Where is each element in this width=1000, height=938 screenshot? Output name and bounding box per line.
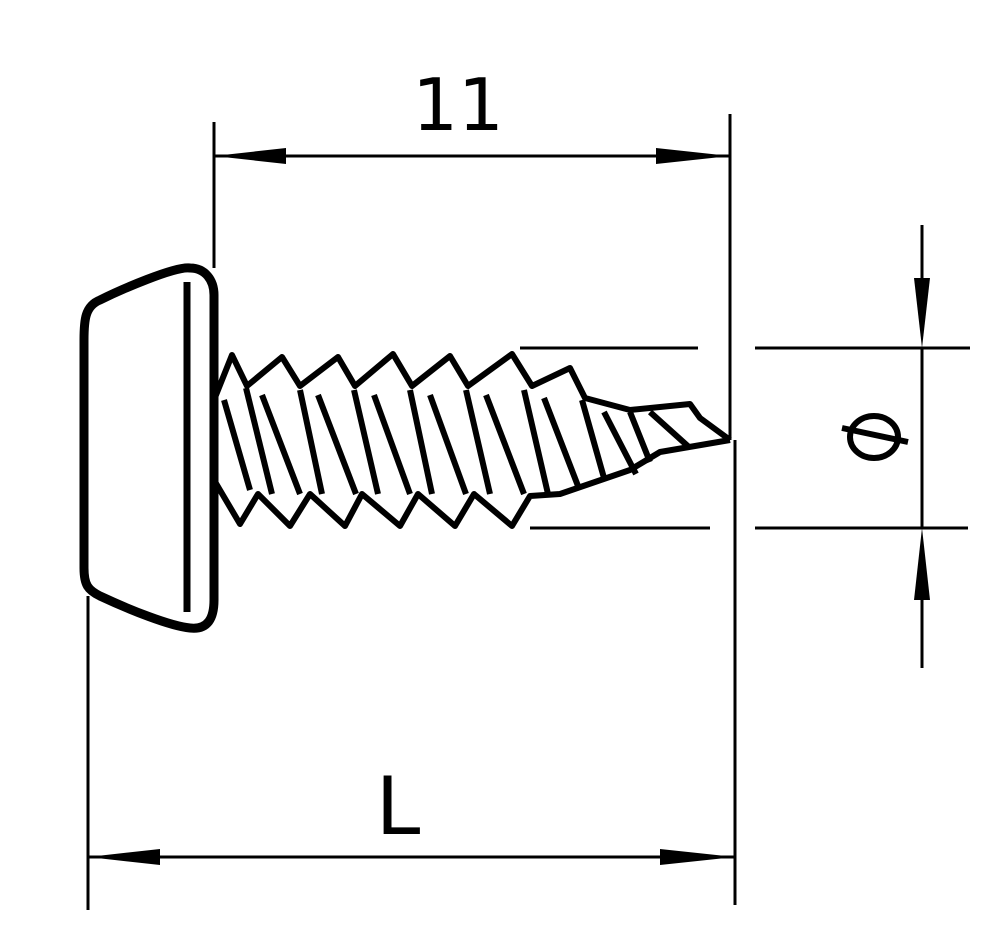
arrow-up-icon [914, 528, 930, 600]
dimension-top: 11 [212, 63, 732, 440]
arrow-down-icon [914, 278, 930, 348]
arrow-right-icon [660, 849, 735, 865]
dimension-bottom-label: L [376, 760, 421, 853]
arrow-left-icon [88, 849, 160, 865]
dimension-top-label: 11 [412, 63, 504, 147]
screw-head [79, 263, 219, 633]
dimension-bottom: L [86, 440, 737, 910]
diameter-icon [841, 413, 909, 461]
dimension-diameter [520, 225, 970, 668]
arrow-right-icon [656, 148, 730, 164]
arrow-left-icon [214, 148, 286, 164]
screw-thread [211, 351, 732, 529]
